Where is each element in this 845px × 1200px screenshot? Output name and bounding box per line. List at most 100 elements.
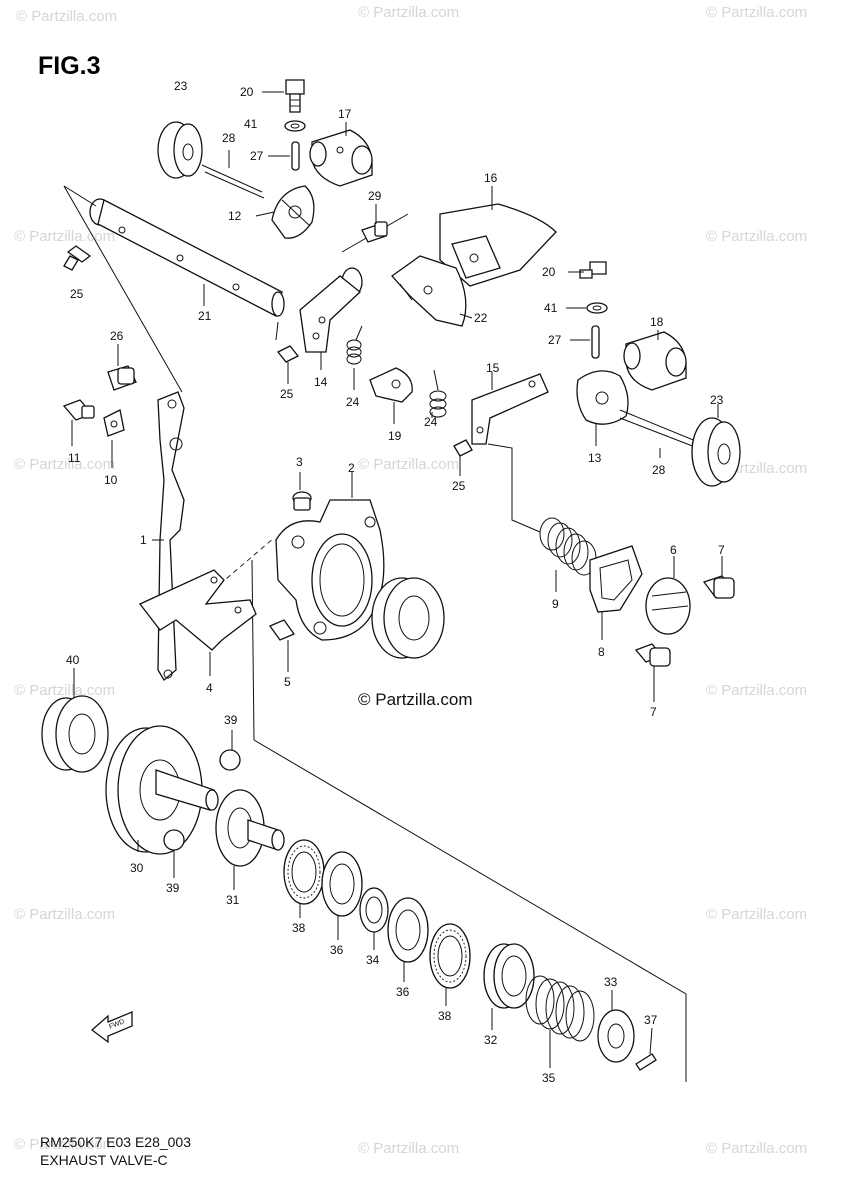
callout: 36 (396, 985, 410, 999)
pulley-23-left (157, 121, 203, 179)
callout: 23 (174, 79, 188, 93)
bolt-25-right (453, 439, 473, 457)
washer-36-left (321, 851, 363, 917)
callout: 18 (650, 315, 664, 329)
callout: 41 (244, 117, 258, 131)
callout: 40 (66, 653, 80, 667)
callout: 26 (110, 329, 124, 343)
bolt-20-top (285, 79, 305, 113)
gasket-8 (589, 545, 643, 613)
bolt-7-top (702, 575, 736, 599)
callout: 11 (68, 451, 81, 465)
cap-6 (645, 577, 691, 635)
callout: 30 (130, 861, 144, 875)
gear-30 (105, 725, 219, 855)
callout: 25 (70, 287, 84, 301)
callout: 33 (604, 975, 618, 989)
callout: 35 (542, 1071, 556, 1085)
callout: 15 (486, 361, 500, 375)
clamp-19 (369, 367, 413, 403)
callout: 27 (548, 333, 562, 347)
bracket-22 (391, 255, 467, 327)
callout: 38 (438, 1009, 452, 1023)
callout: 29 (368, 189, 382, 203)
callout: 28 (652, 463, 666, 477)
watermark: © Partzilla.com (358, 1140, 460, 1157)
diagram-name: EXHAUST VALVE-C (40, 1152, 168, 1168)
callout: 20 (542, 265, 556, 279)
washer-36-right (387, 897, 429, 963)
watermark: © Partzilla.com (14, 906, 116, 923)
callout: 10 (104, 473, 118, 487)
watermark: © Partzilla.com (14, 682, 116, 699)
callout: 32 (484, 1033, 498, 1047)
forward-arrow-icon: FWD (90, 1011, 133, 1044)
callout: 12 (228, 209, 242, 223)
callout: 22 (474, 311, 488, 325)
callout: 39 (166, 881, 180, 895)
callout: 37 (644, 1013, 658, 1027)
shaft-21 (89, 198, 285, 317)
callout: 24 (346, 395, 360, 409)
callout: 23 (710, 393, 724, 407)
collar-34 (359, 887, 389, 933)
watermark: © Partzilla.com (706, 906, 808, 923)
pulley-13 (576, 370, 629, 425)
watermark: © Partzilla.com (14, 456, 116, 473)
holder-17 (309, 129, 373, 187)
bolt-11 (62, 399, 95, 421)
callout: 20 (240, 85, 254, 99)
callout: 34 (366, 953, 380, 967)
spring-24-left (346, 325, 363, 365)
bearing-40 (41, 695, 109, 773)
pulley-12 (271, 185, 315, 239)
spring-9 (539, 517, 597, 576)
cap-33 (597, 1009, 635, 1063)
callout-labels: 23 20 41 28 17 27 12 29 16 25 21 20 41 2… (66, 79, 725, 1085)
leader-lines (71, 91, 723, 1068)
bolt-25-left (63, 245, 92, 271)
watermark: © Partzilla.com (358, 456, 460, 473)
callout: 25 (280, 387, 294, 401)
bolt-29 (361, 221, 388, 243)
pulley-23-right (691, 417, 741, 487)
callout: 38 (292, 921, 306, 935)
watermark: © Partzilla.com (16, 8, 118, 25)
bolt-20-right (579, 261, 607, 279)
pin-37 (635, 1053, 657, 1071)
callout: 25 (452, 479, 466, 493)
callout: 19 (388, 429, 402, 443)
bearing-38-right (429, 923, 471, 989)
lever-14 (299, 267, 363, 353)
retainer-32 (483, 943, 535, 1009)
pin-27-top (291, 141, 300, 171)
bolt-5 (269, 619, 295, 641)
callout: 24 (424, 415, 438, 429)
watermark: © Partzilla.com (706, 1140, 808, 1157)
callout: 3 (296, 455, 303, 469)
pin-28-top (201, 164, 265, 199)
callout: 1 (140, 533, 147, 547)
callout: 28 (222, 131, 236, 145)
watermark: © Partzilla.com (14, 228, 116, 245)
callout: 7 (650, 705, 657, 719)
watermark: © Partzilla.com (706, 682, 808, 699)
callout: 16 (484, 171, 498, 185)
spring-35 (525, 975, 595, 1042)
ball-39-top (219, 749, 241, 771)
washer-41-right (586, 302, 608, 314)
arm-15 (471, 373, 549, 445)
holder-18 (623, 331, 687, 391)
body-2 (275, 499, 385, 641)
callout: 5 (284, 675, 291, 689)
watermark: © Partzilla.com (358, 4, 460, 21)
callout: 27 (250, 149, 264, 163)
pin-27-right (591, 325, 600, 359)
figure-title: FIG.3 (38, 52, 101, 80)
bolt-25-mid (276, 345, 300, 363)
center-watermark: © Partzilla.com (358, 690, 473, 709)
watermark: © Partzilla.com (706, 4, 808, 21)
diagram-code: RM250K7 E03 E28_003 (40, 1134, 191, 1150)
